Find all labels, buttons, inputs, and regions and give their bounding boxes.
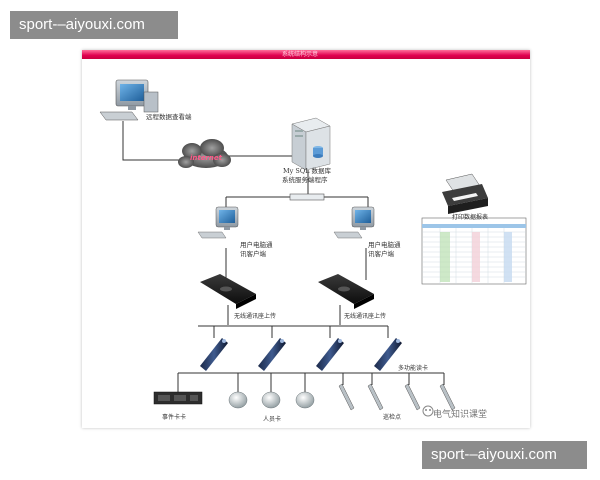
reader-wand-icon-3	[316, 338, 344, 371]
wechat-brand-icon	[422, 405, 434, 417]
checkpoint-icon-1	[338, 383, 355, 411]
watermark-top: sport-–aiyouxi.com	[10, 11, 178, 39]
checkpoint-icon-3	[404, 383, 421, 411]
reader-wand-icon-2	[258, 338, 286, 371]
printer-icon	[442, 173, 488, 214]
server-label-line2: 系统服务端程序	[282, 176, 328, 184]
diagram-title: 系统结构示意	[281, 51, 318, 58]
person-card-dome-icon-3	[295, 391, 315, 409]
checkpoint-icon-2	[367, 383, 384, 411]
server-label-line1: My SQL 数据库	[283, 167, 332, 175]
internet-label: internet	[190, 154, 223, 162]
client-left-label-line2: 讯客户端	[240, 250, 266, 258]
remote-to-internet-line	[122, 121, 185, 161]
diagram-title-bar	[82, 50, 530, 59]
reader-wand-icon-4	[374, 338, 402, 371]
comm-right-label: 无线通讯座上传	[344, 313, 387, 320]
client-right-label-line1: 用户电脑通	[368, 241, 401, 249]
client-left-label-line1: 用户电脑通	[240, 241, 273, 249]
comm-left-label: 无线通讯座上传	[234, 313, 277, 320]
comm-dock-left-icon	[200, 274, 256, 309]
multi-reader-label: 多功能读卡	[398, 365, 429, 372]
person-card-dome-icon-2	[261, 391, 281, 409]
watermark-bottom: sport-–aiyouxi.com	[422, 441, 587, 469]
report-table-icon	[421, 217, 527, 285]
checkpoint-label: 巡检点	[383, 414, 402, 421]
event-card-icon	[153, 391, 203, 405]
person-card-label: 人员卡	[263, 416, 282, 423]
checkpoint-icon-4	[439, 383, 456, 411]
server-icon	[291, 117, 331, 171]
person-card-dome-icon-1	[228, 391, 248, 409]
internet-cloud-icon	[178, 139, 231, 168]
report-label: 打印数据报表	[452, 214, 489, 221]
client-right-label-line2: 讯客户端	[368, 250, 394, 258]
client-left-computer-icon	[197, 206, 239, 239]
reader-wand-icon-1	[200, 338, 228, 371]
remote-terminal-label: 远程数据查看端	[146, 113, 192, 121]
client-right-computer-icon	[333, 206, 375, 239]
event-card-label: 事件卡卡	[162, 414, 187, 421]
comm-dock-right-icon	[318, 274, 374, 309]
remote-computer-icon	[99, 79, 159, 121]
network-hub-icon	[289, 193, 325, 201]
connection-lines	[122, 121, 445, 392]
brand-label: 电气知识课堂	[433, 410, 488, 420]
